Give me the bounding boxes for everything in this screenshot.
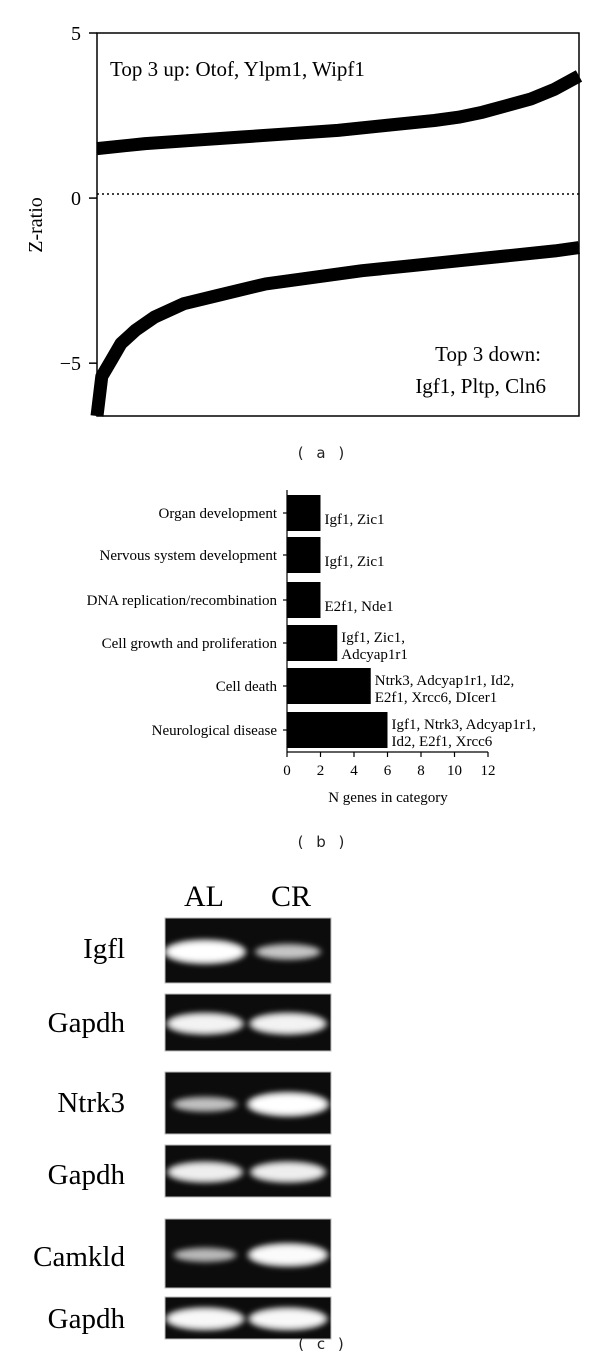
panel-a-plot-frame: [96, 32, 580, 417]
gel-row-label: Igfl: [83, 933, 125, 965]
panel-b-bar: [287, 495, 321, 531]
panel-a-series-down: [90, 241, 580, 417]
panel-b-bar-label: Igf1, Ntrk3, Adcyap1r1,: [392, 717, 537, 733]
panel-a-y-ticks: 5 0 −5: [60, 23, 97, 375]
panel-b-xtick-label: 2: [317, 763, 325, 779]
panel-b-xtick-label: 6: [384, 763, 392, 779]
gel-band: [175, 1098, 235, 1111]
panel-b-bar: [287, 712, 388, 748]
panel-b-category-label: Organ development: [159, 506, 278, 522]
panel-b-category-label: DNA replication/recombination: [87, 593, 278, 609]
panel-b-category-label: Nervous system development: [100, 548, 278, 564]
panel-b-bar: [287, 582, 321, 618]
panel-a-ytick-label: 0: [71, 188, 81, 210]
panel-b-category-label: Cell growth and proliferation: [102, 636, 278, 652]
panel-b-bar-label: E2f1, Nde1: [325, 599, 394, 615]
gel-band: [257, 945, 319, 958]
panel-a-ytick-label: 5: [71, 23, 81, 45]
panel-b-category-label: Neurological disease: [152, 723, 278, 739]
gel-band: [251, 1309, 325, 1329]
gel-band: [252, 1163, 324, 1181]
gel-row-label: Gapdh: [48, 1303, 126, 1335]
panel-a-annotation-bottom-1: Top 3 down:: [435, 342, 541, 366]
panel-b-label: ( b ): [298, 833, 349, 851]
panel-b-bar-label: Adcyap1r1: [341, 647, 408, 663]
panel-b-bar-label: E2f1, Xrcc6, DIcer1: [375, 690, 497, 706]
gel-band: [176, 1249, 234, 1261]
panel-a-ylabel: Z-ratio: [25, 197, 47, 253]
panel-a-ytick-label: −5: [60, 353, 81, 375]
panel-a-series-up: [96, 70, 583, 156]
gel-row-label: Gapdh: [48, 1007, 126, 1039]
panel-c-label: ( c ): [298, 1335, 348, 1353]
panel-b-bar: [287, 537, 321, 573]
panel-b-xtick-label: 4: [350, 763, 358, 779]
panel-b-bar: [287, 625, 338, 661]
gel-lane-label-cr: CR: [271, 880, 311, 913]
panel-a-series: [90, 70, 583, 417]
gel-lane-label-al: AL: [184, 880, 224, 913]
panel-b-xtick-label: 10: [447, 763, 462, 779]
panel-a: 5 0 −5 Z-ratio Top 3 up: Otof, Ylpm1, Wipf…: [25, 23, 583, 462]
gel-band: [169, 1163, 241, 1181]
panel-b-category-label: Cell death: [216, 679, 278, 695]
panel-a-annotation-top: Top 3 up: Otof, Ylpm1, Wipf1: [110, 57, 365, 81]
panel-b-bar: [287, 668, 371, 704]
gel-band: [250, 1245, 326, 1265]
gel-row-label: Ntrk3: [57, 1087, 125, 1119]
gel-band: [168, 1309, 242, 1329]
panel-a-annotation-bottom-2: Igf1, Pltp, Cln6: [415, 374, 546, 398]
gel-row-label: Camkld: [33, 1241, 125, 1273]
gel-band: [167, 941, 243, 962]
panel-b-xlabel: N genes in category: [328, 790, 448, 806]
panel-b-x-ticks: 0 2 4 6 8 10 12: [283, 752, 496, 779]
gel-band: [252, 1014, 324, 1033]
panel-b-xtick-label: 8: [417, 763, 425, 779]
panel-b-bar-label: Ntrk3, Adcyap1r1, Id2,: [375, 673, 515, 689]
gel-row-label: Gapdh: [48, 1159, 126, 1191]
gel-band: [250, 1094, 326, 1115]
panel-b-xtick-label: 0: [283, 763, 291, 779]
panel-b-xtick-label: 12: [481, 763, 496, 779]
panel-a-label: ( a ): [298, 444, 348, 462]
panel-b-bar-label: Igf1, Zic1,: [341, 630, 405, 646]
panel-b-bar-label: Igf1, Zic1: [325, 512, 385, 528]
panel-b-bar-label: Igf1, Zic1: [325, 554, 385, 570]
panel-b-bar-label: Id2, E2f1, Xrcc6: [392, 734, 493, 750]
gel-band: [169, 1014, 241, 1033]
